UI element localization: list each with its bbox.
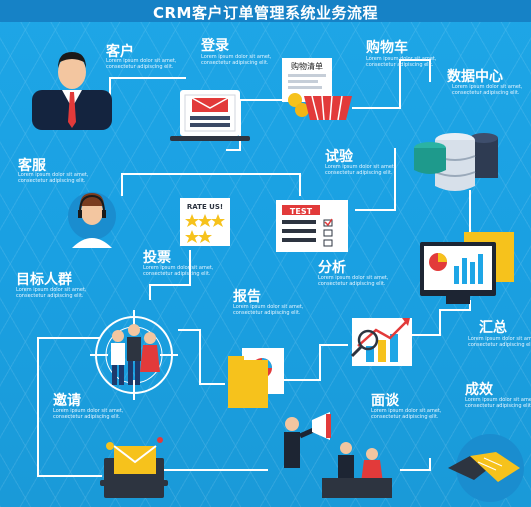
connector-target-invite: [37, 337, 102, 477]
desc-invite: Lorem ipsum dolor sit amet,consectetur a…: [53, 408, 124, 420]
desc-cart: Lorem ipsum dolor sit amet,consectetur a…: [366, 56, 437, 68]
connector-report-analysis: [275, 344, 348, 381]
node-label-service: 客服: [18, 158, 46, 174]
node-label-result: 成效: [465, 382, 493, 398]
desc-trial: Lorem ipsum dolor sit amet,consectetur a…: [325, 164, 396, 176]
interview-people-icon: [284, 412, 392, 498]
node-label-summary: 汇总: [479, 320, 507, 336]
target-group-icon: [90, 310, 178, 400]
rate-us-card-icon: [180, 198, 230, 246]
connector-datacenter-trial: [355, 148, 396, 211]
desc-report: Lorem ipsum dolor sit amet,consectetur a…: [233, 304, 304, 316]
desc-vote: Lorem ipsum dolor sit amet,consectetur a…: [143, 265, 214, 277]
desc-data-center: Lorem ipsum dolor sit amet,consectetur a…: [452, 84, 523, 96]
node-label-interview: 面谈: [371, 393, 399, 409]
rate-us-title: RATE US!: [187, 203, 223, 211]
analytics-monitor-icon: [420, 232, 514, 304]
page-title: CRM客户订单管理系统业务流程: [153, 4, 378, 22]
connector-interview-result: [400, 458, 431, 471]
desc-summary: Lorem ipsum dolor sit amet,consectetur a…: [468, 336, 531, 348]
node-label-login: 登录: [201, 38, 229, 54]
test-sheet-icon: [276, 200, 348, 252]
cart-list-title: 购物清单: [291, 61, 323, 71]
node-label-analysis: 分析: [318, 260, 346, 276]
desc-service: Lorem ipsum dolor sit amet,consectetur a…: [18, 172, 89, 184]
headset-agent-icon: [68, 192, 116, 248]
connector-cart-datacenter: [352, 59, 431, 109]
connector-target-report: [178, 329, 225, 385]
node-label-cart: 购物车: [366, 40, 408, 56]
login-laptop-icon: [170, 90, 250, 141]
desc-target: Lorem ipsum dolor sit amet,consectetur a…: [16, 287, 87, 299]
connector-analysis-summary: [412, 300, 471, 336]
node-label-report: 报告: [233, 289, 261, 305]
report-folder-icon: [228, 348, 284, 408]
connector-vote-target: [149, 250, 191, 300]
businessman-icon: [32, 52, 112, 130]
desc-result: Lorem ipsum dolor sit amet,consectetur a…: [465, 397, 531, 409]
node-label-target: 目标人群: [16, 272, 72, 288]
database-icon: [414, 133, 498, 191]
title-bar: [0, 0, 531, 22]
test-sheet-title: TEST: [290, 207, 313, 216]
desc-customer: Lorem ipsum dolor sit amet,consectetur a…: [106, 58, 177, 70]
desc-login: Lorem ipsum dolor sit amet,consectetur a…: [201, 54, 272, 66]
invite-envelope-icon: [100, 437, 168, 498]
node-label-trial: 试验: [325, 149, 353, 165]
node-label-customer: 客户: [106, 44, 134, 60]
desc-interview: Lorem ipsum dolor sit amet,consectetur a…: [371, 408, 442, 420]
connector-customer-login: [109, 77, 186, 100]
desc-analysis: Lorem ipsum dolor sit amet,consectetur a…: [318, 275, 389, 287]
node-label-data-center: 数据中心: [447, 69, 503, 85]
node-label-vote: 投票: [143, 250, 171, 266]
shopping-cart-icon: [282, 58, 352, 121]
connector-trial-service: [121, 173, 301, 196]
analysis-chart-icon: [350, 318, 412, 366]
handshake-icon: [448, 434, 524, 502]
node-label-invite: 邀请: [53, 393, 81, 409]
